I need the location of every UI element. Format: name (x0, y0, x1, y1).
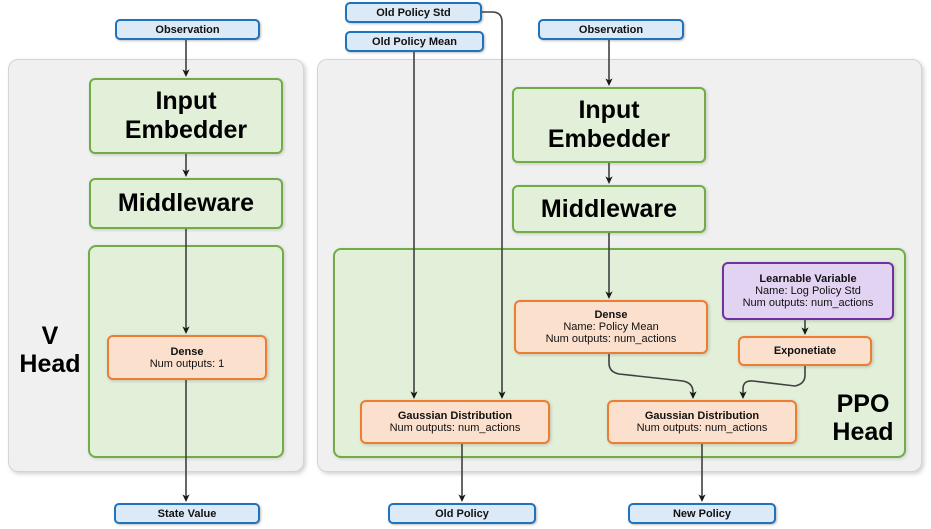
ppo-dense-title: Dense (594, 309, 628, 321)
v-head-caption-line1: V (41, 322, 59, 350)
ppo-head-learnable-variable[interactable]: Learnable Variable Name: Log Policy Std … (722, 262, 894, 320)
input-observation-left[interactable]: Observation (115, 19, 260, 40)
ppo-head-middleware[interactable]: Middleware (512, 185, 706, 233)
ppo-head-caption-line1: PPO (836, 390, 890, 418)
v-head-input-embedder[interactable]: Input Embedder (89, 78, 283, 154)
ppo-head-input-embedder[interactable]: Input Embedder (512, 87, 706, 163)
output-new-policy[interactable]: New Policy (628, 503, 776, 524)
input-old-policy-std[interactable]: Old Policy Std (345, 2, 482, 23)
learnable-variable-name: Name: Log Policy Std (755, 285, 861, 297)
v-head-caption: V Head (14, 322, 86, 378)
input-observation-right[interactable]: Observation (538, 19, 684, 40)
output-state-value[interactable]: State Value (114, 503, 260, 524)
v-head-dense[interactable]: Dense Num outputs: 1 (107, 335, 267, 380)
ppo-head-caption-line2: Head (832, 418, 894, 446)
ppo-head-dense-policy-mean[interactable]: Dense Name: Policy Mean Num outputs: num… (514, 300, 708, 354)
output-old-policy[interactable]: Old Policy (388, 503, 536, 524)
gaussian-old-outputs: Num outputs: num_actions (389, 422, 521, 434)
v-head-dense-title: Dense (170, 345, 204, 358)
gaussian-new-outputs: Num outputs: num_actions (636, 422, 768, 434)
learnable-variable-outputs: Num outputs: num_actions (742, 297, 874, 309)
ppo-head-gaussian-new[interactable]: Gaussian Distribution Num outputs: num_a… (607, 400, 797, 444)
gaussian-old-title: Gaussian Distribution (397, 410, 513, 422)
v-head-dense-outputs: Num outputs: 1 (149, 357, 225, 370)
gaussian-new-title: Gaussian Distribution (644, 410, 760, 422)
ppo-head-exponetiate[interactable]: Exponetiate (738, 336, 872, 366)
ppo-head-caption: PPO Head (818, 390, 908, 446)
v-head-caption-line2: Head (19, 350, 81, 378)
learnable-variable-title: Learnable Variable (759, 273, 857, 285)
ppo-dense-name: Name: Policy Mean (563, 321, 659, 333)
exponetiate-title: Exponetiate (773, 345, 837, 357)
ppo-head-gaussian-old[interactable]: Gaussian Distribution Num outputs: num_a… (360, 400, 550, 444)
input-old-policy-mean[interactable]: Old Policy Mean (345, 31, 484, 52)
v-head-middleware[interactable]: Middleware (89, 178, 283, 229)
ppo-dense-outputs: Num outputs: num_actions (545, 333, 677, 345)
